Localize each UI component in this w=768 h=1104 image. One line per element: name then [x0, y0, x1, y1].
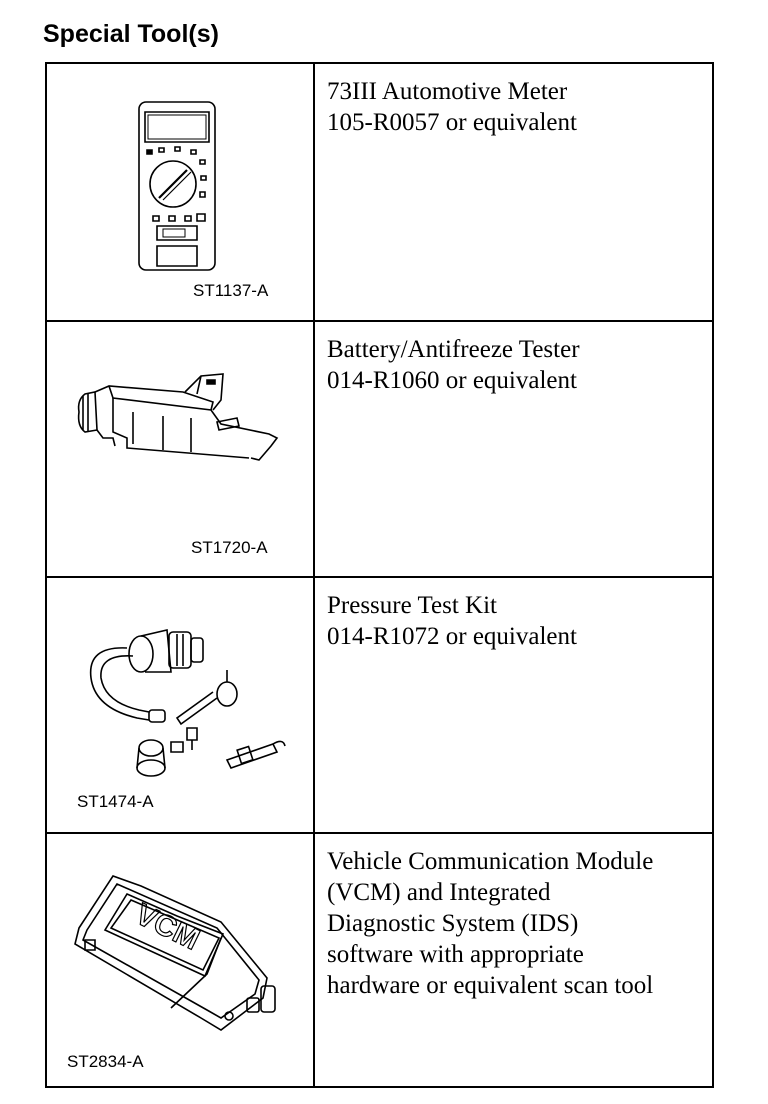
tool-part-number: 014-R1072 or equivalent: [327, 623, 577, 650]
tool-description: Pressure Test Kit 014-R1072 or equivalen…: [327, 590, 702, 652]
multimeter-icon: [137, 100, 217, 272]
special-tools-table: ST1137-A 73III Automotive Meter 105-R005…: [45, 62, 714, 1088]
tool-image-cell: ST1720-A: [47, 322, 315, 576]
tool-description-line: (VCM) and Integrated: [327, 879, 551, 906]
tool-description-line: software with appropriate: [327, 941, 584, 968]
tool-image-cell: ST1137-A: [47, 64, 315, 320]
table-row: ST1474-A Pressure Test Kit 014-R1072 or …: [47, 578, 712, 834]
tool-description-line: Vehicle Communication Module: [327, 848, 654, 875]
table-row: ST1720-A Battery/Antifreeze Tester 014-R…: [47, 322, 712, 578]
tool-name: Pressure Test Kit: [327, 592, 497, 619]
vcm-module-icon: VCM: [71, 868, 281, 1038]
figure-label: ST1720-A: [191, 538, 268, 557]
tool-description: 73III Automotive Meter 105-R0057 or equi…: [327, 76, 702, 138]
figure-label: ST1474-A: [77, 792, 154, 811]
tool-description: Battery/Antifreeze Tester 014-R1060 or e…: [327, 334, 702, 396]
tool-description-line: Diagnostic System (IDS): [327, 910, 579, 937]
tool-image-cell: VCM ST2834-A: [47, 834, 315, 1086]
tool-name: Battery/Antifreeze Tester: [327, 336, 580, 363]
tool-image-cell: ST1474-A: [47, 578, 315, 832]
figure-label: ST2834-A: [67, 1052, 144, 1071]
battery-antifreeze-tester-icon: [73, 372, 283, 472]
tool-part-number: 105-R0057 or equivalent: [327, 109, 577, 136]
tool-description: Vehicle Communication Module (VCM) and I…: [327, 846, 702, 1001]
tool-part-number: 014-R1060 or equivalent: [327, 367, 577, 394]
table-row: ST1137-A 73III Automotive Meter 105-R005…: [47, 64, 712, 322]
pressure-test-kit-icon: [77, 608, 287, 778]
table-row: VCM ST2834-A Vehicle Communication Modul…: [47, 834, 712, 1086]
tool-name: 73III Automotive Meter: [327, 78, 568, 105]
page-title: Special Tool(s): [43, 20, 219, 48]
figure-label: ST1137-A: [193, 281, 269, 300]
tool-description-line: hardware or equivalent scan tool: [327, 972, 654, 999]
